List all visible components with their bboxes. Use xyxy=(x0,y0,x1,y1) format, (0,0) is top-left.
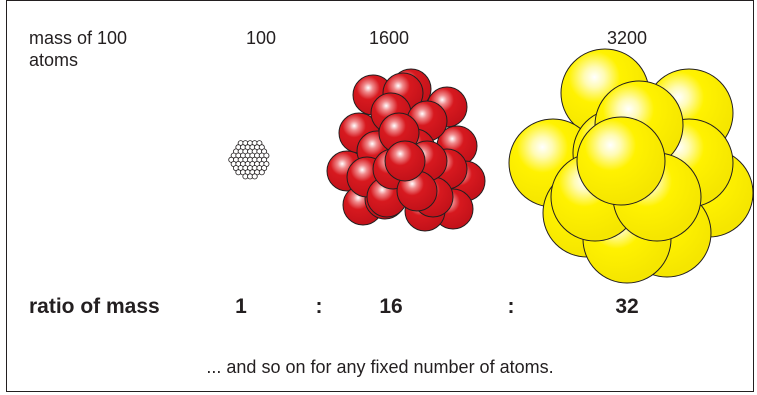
diagram-frame: mass of 100 atoms 100 1600 3200 ratio of… xyxy=(6,0,754,392)
ratio-value-yellow: 32 xyxy=(615,295,639,318)
mass-value-small: 100 xyxy=(245,28,277,48)
atom-clusters-illustration xyxy=(228,48,753,284)
ratio-value-small: 1 xyxy=(235,295,247,318)
mass-value-yellow: 3200 xyxy=(606,28,648,48)
ratio-separator-2: : xyxy=(507,295,515,318)
yellow-atom-cluster xyxy=(508,48,753,284)
yellow-atom xyxy=(576,116,666,206)
ratio-value-red: 16 xyxy=(379,295,403,318)
footer-note: ... and so on for any fixed number of at… xyxy=(206,357,554,377)
red-atom xyxy=(384,140,426,182)
ratio-separator-1: : xyxy=(315,295,323,318)
ratio-label: ratio of mass xyxy=(29,295,160,318)
small-atom xyxy=(258,169,265,176)
red-atom-cluster xyxy=(326,68,486,232)
small-atom-cluster xyxy=(228,140,270,180)
mass-value-red: 1600 xyxy=(368,28,410,48)
mass-label: mass of 100 atoms xyxy=(29,28,128,70)
small-atom xyxy=(251,173,258,180)
